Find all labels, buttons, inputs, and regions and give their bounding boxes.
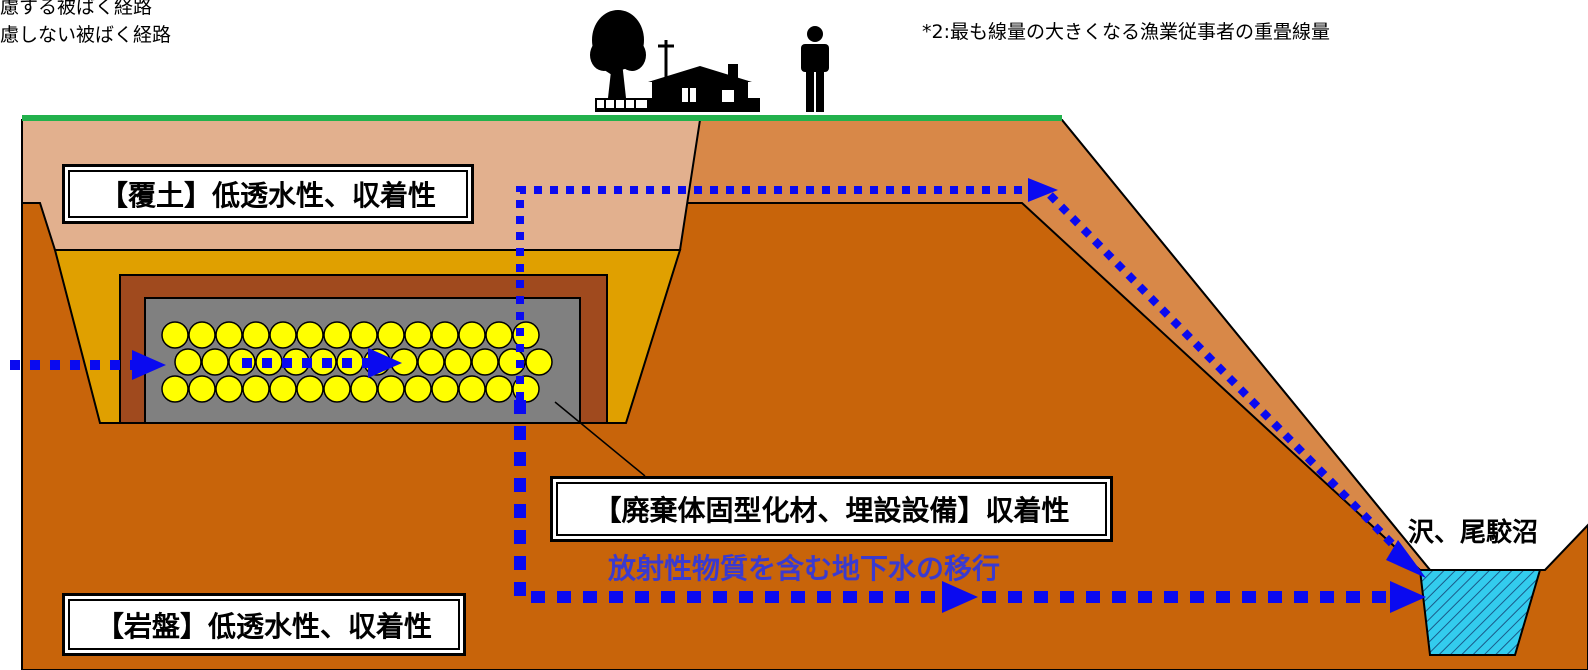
legend-considered-path: 慮する被ばく経路 (0, 0, 153, 18)
waste-drum (498, 348, 526, 376)
waste-drum (431, 375, 459, 403)
flow-arrow-left (10, 350, 166, 380)
flow-arrow-bottom (982, 581, 1426, 613)
waste-drum (458, 375, 486, 403)
waste-drum (161, 375, 189, 403)
cover-soil-label: 【覆土】低透水性、収着性 (62, 164, 474, 224)
footnote: *2:最も線量の大きくなる漁業従事者の重畳線量 (922, 21, 1330, 43)
flow-arrow-slope (1047, 192, 1426, 578)
waste-drum (242, 321, 270, 349)
waste-drum (215, 321, 243, 349)
waste-drum (296, 375, 324, 403)
marsh-water (1418, 569, 1542, 656)
waste-drum (444, 348, 472, 376)
waste-drum (525, 348, 553, 376)
legend-unconsidered-path: 慮しない被ばく経路 (0, 24, 172, 46)
waste-drum (485, 321, 513, 349)
waste-drum (458, 321, 486, 349)
waste-drum (323, 375, 351, 403)
bedrock-label: 【岩盤】低透水性、収着性 (62, 593, 466, 656)
waste-drum (174, 348, 202, 376)
waste-drum (269, 375, 297, 403)
groundwater-flow-label: 放射性物質を含む地下水の移行 (608, 552, 1001, 585)
tree-icon (590, 10, 646, 98)
flow-arrow-up (516, 178, 1058, 400)
marsh-label: 沢、尾駮沼 (1408, 518, 1539, 548)
waste-drum (269, 321, 297, 349)
house-icon (595, 40, 760, 112)
waste-drum (242, 375, 270, 403)
flow-arrow-down (514, 400, 978, 613)
waste-drum (296, 321, 324, 349)
waste-drum (188, 321, 216, 349)
waste-drum (377, 375, 405, 403)
waste-drum (431, 321, 459, 349)
waste-drum (350, 375, 378, 403)
waste-drum (323, 321, 351, 349)
waste-drum (215, 375, 243, 403)
waste-drum (201, 348, 229, 376)
waste-drum (404, 375, 432, 403)
leader-line (554, 401, 646, 477)
waste-drum (161, 321, 189, 349)
person-icon (801, 26, 829, 112)
waste-drum (417, 348, 445, 376)
flow-arrow-waste (242, 348, 402, 378)
waste-drum (485, 375, 513, 403)
waste-drums (161, 321, 553, 403)
waste-drum (404, 321, 432, 349)
waste-facility-label: 【廃棄体固型化材、埋設設備】収着性 (550, 476, 1113, 542)
waste-drum (350, 321, 378, 349)
waste-drum (377, 321, 405, 349)
waste-drum (188, 375, 216, 403)
waste-drum (471, 348, 499, 376)
